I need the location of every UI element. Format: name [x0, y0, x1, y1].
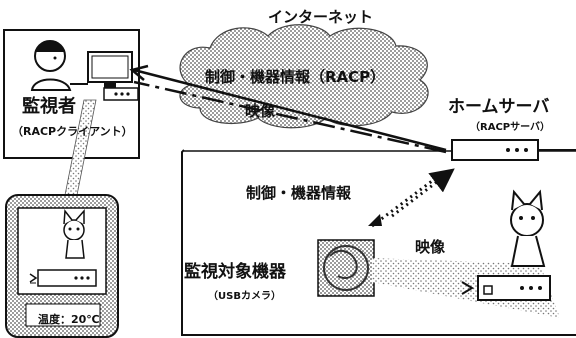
monitored-device-label: 監視対象機器 — [184, 262, 286, 282]
home-network-frame — [181, 149, 576, 336]
home-server-sublabel: （RACPサーバ） — [470, 122, 551, 133]
video-label-net: 映像 — [245, 102, 276, 120]
usb-camera-label: （USBカメラ） — [208, 291, 281, 302]
observer-sublabel: （RACPクライアント） — [12, 125, 133, 138]
pc-monitor-icon — [87, 51, 139, 101]
usb-camera-icon — [317, 239, 375, 297]
temperature-readout: 温度：20℃ — [38, 313, 100, 326]
video-label-local: 映像 — [415, 238, 446, 256]
home-server-icon — [451, 139, 576, 161]
mobile-phone — [5, 194, 119, 338]
control-label-local: 制御・機器情報 — [246, 184, 352, 202]
control-arrow-local — [371, 170, 445, 228]
cloud-control-label: 制御・機器情報（RACP） — [205, 68, 386, 86]
person-icon — [30, 40, 88, 91]
local-device-icon — [461, 275, 551, 301]
internet-cloud — [179, 24, 429, 129]
internet-label: インターネット — [268, 8, 374, 26]
camera-view-cone — [372, 258, 560, 318]
observer-label: 監視者 — [22, 96, 76, 117]
server-icon-small — [29, 269, 97, 287]
cat-icon-small — [63, 209, 85, 259]
video-line-net — [133, 80, 447, 154]
control-arrow-net — [133, 68, 447, 152]
home-server-label: ホームサーバ — [448, 97, 550, 117]
cat-icon-large — [510, 189, 546, 267]
